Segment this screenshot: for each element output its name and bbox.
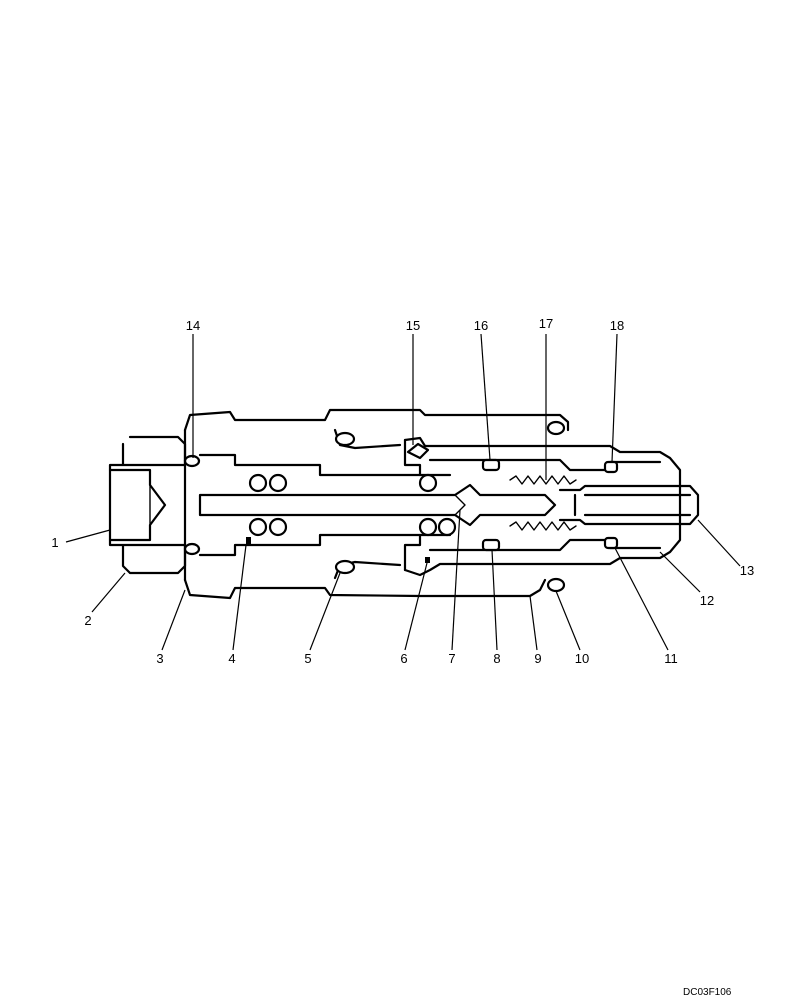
- callout-4: 4: [228, 651, 235, 666]
- callout-6: 6: [400, 651, 407, 666]
- callout-13: 13: [740, 563, 754, 578]
- adjusting-screw-part-1: [108, 468, 167, 542]
- callout-11: 11: [664, 651, 678, 666]
- callout-15: 15: [406, 318, 420, 333]
- seal-part-15: [406, 442, 430, 460]
- ring-part-8: [481, 538, 501, 552]
- callout-18: 18: [610, 318, 624, 333]
- callout-16: 16: [474, 318, 488, 333]
- o-ring-part-9-top: [546, 420, 566, 436]
- poppet-stem: [198, 483, 557, 527]
- callout-1: 1: [51, 535, 58, 550]
- seal-part-5-top: [334, 431, 356, 447]
- o-ring-part-10: [546, 577, 566, 593]
- spring-part-17: [509, 475, 577, 485]
- spring-coils: [248, 473, 457, 537]
- callout-labels: 1 2 3 4 5 6 7 8 9 10 11 12 13 14 15 16 1…: [51, 316, 754, 666]
- ring-part-11: [603, 536, 619, 550]
- valve-assembly-drawing: [108, 408, 700, 600]
- washer-part-4: [246, 537, 251, 545]
- callout-9: 9: [534, 651, 541, 666]
- ring-part-16: [481, 458, 501, 472]
- callout-2: 2: [84, 613, 91, 628]
- callout-12: 12: [700, 593, 714, 608]
- callout-8: 8: [493, 651, 500, 666]
- callout-10: 10: [575, 651, 589, 666]
- o-ring-part-14-bottom: [183, 542, 201, 556]
- o-ring-part-14-top: [183, 454, 201, 468]
- figure-code: DC03F106: [683, 987, 732, 998]
- end-plug-part-2: [108, 435, 187, 575]
- callout-7: 7: [448, 651, 455, 666]
- ring-part-18: [603, 460, 619, 474]
- sleeve-outer: [403, 436, 682, 577]
- callout-17: 17: [539, 316, 553, 331]
- valve-body-part-3: [183, 408, 570, 432]
- callout-14: 14: [186, 318, 200, 333]
- callout-3: 3: [156, 651, 163, 666]
- piston-part-13: [558, 484, 700, 526]
- callout-5: 5: [304, 651, 311, 666]
- leader-lines: [65, 333, 741, 651]
- ring-part-6: [425, 557, 430, 563]
- seal-part-5-bottom: [334, 559, 356, 575]
